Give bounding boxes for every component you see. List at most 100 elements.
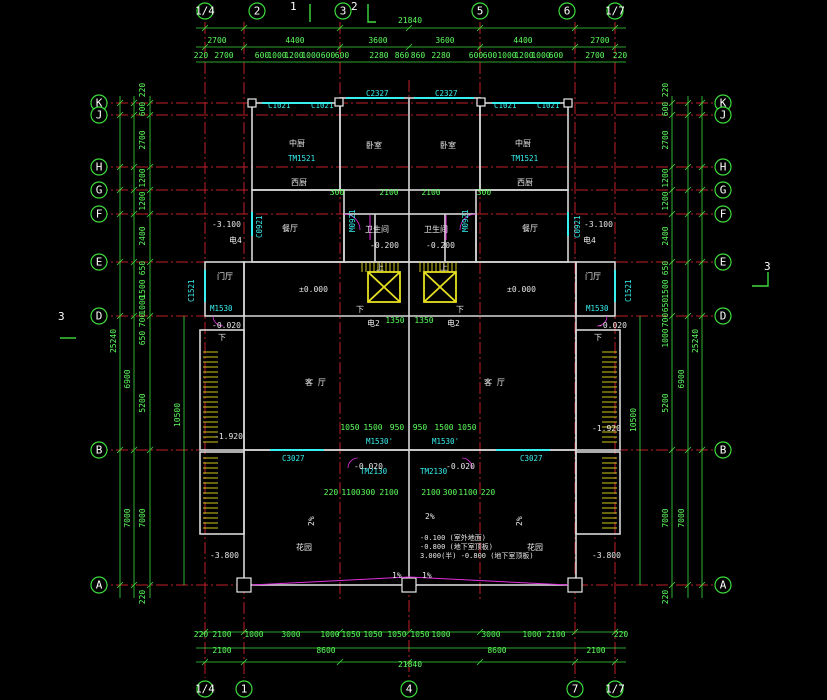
door-tag: TM1521 [288,154,315,163]
dim-mid: 950 [413,423,428,432]
room-label-dining: 餐厅 [522,224,538,233]
axis-bubble-right-label: E [720,256,727,269]
dim-top-row1: 3600 [368,36,387,45]
axis-bubble-right: E [714,253,732,271]
dim-top-row2: 1000 [497,51,516,60]
window-tag: C0921 [255,215,264,238]
dim-bottom-row1: 3000 [481,630,500,639]
level-mark: ±0.000 [507,285,536,294]
dim-right: 1200 [661,191,670,210]
window-tag: C3027 [282,454,305,463]
axis-bubble-left: E [90,253,108,271]
dim-top-row2: 2700 [585,51,604,60]
dim-right: 1500 [661,279,670,298]
dim-right: 650 [661,298,670,313]
dim-left: 7000 [138,508,147,527]
window-tag: C1021 [537,101,560,110]
dim-top-row2: 600 [483,51,498,60]
dim-stair: 1350 [385,316,404,325]
axis-bubble-left-label: K [96,97,103,110]
axis-bubble-top-label: 1/7 [605,5,625,18]
dim-bottom-row1: 1050 [410,630,429,639]
dim-left: 220 [138,590,147,605]
dim-left: 7000 [123,508,132,527]
axis-bubble-bottom-label: 4 [406,683,413,696]
dim-right: 1000 [661,328,670,347]
dim-bottom-row1: 1050 [387,630,406,639]
dim-right: 220 [661,590,670,605]
stair-down-mark: 下 [594,333,602,342]
section-mark-3-left: 3 [58,310,65,323]
axis-bubble-right: G [714,181,732,199]
slope-mark: 1% [422,571,432,580]
axis-bubble-top: 5 [471,2,489,20]
level-mark: -0.200 [426,241,455,250]
axis-bubble-top-label: 3 [340,5,347,18]
dim-mid: 1500 [434,423,453,432]
dim-left: 1000 [138,295,147,314]
axis-bubble-left-label: H [96,161,103,174]
stairs [203,262,617,529]
dim-bottom-row1: 1050 [341,630,360,639]
level-mark: -3.800 [592,551,621,560]
dim-total-top: 21840 [398,16,422,25]
dimension-lines [119,27,703,663]
axis-bubble-left: D [90,307,108,325]
level-mark: -0.020 [446,462,475,471]
room-label-foyer: 门厅 [217,271,233,281]
dim-right: 2700 [661,130,670,149]
dim-right: 7000 [677,508,686,527]
axis-bubble-right: B [714,441,732,459]
dim-top-row2: 600 [549,51,564,60]
dim-top-row2: 2280 [369,51,388,60]
dim-top-row2: 1000 [531,51,550,60]
dim-top-row2: 2700 [214,51,233,60]
axis-bubble-left: J [90,106,108,124]
dim-left: 220 [138,83,147,98]
window-tag: C1021 [311,101,334,110]
level-mark: -0.020 [598,321,627,330]
stair-up-mark: 上 [440,263,448,272]
door-tag: M0921 [461,209,470,232]
door-tag: TM1521 [511,154,538,163]
door-tag: M1530 [210,304,233,313]
section-mark-1: 1 [290,0,297,13]
axis-bubble-left: G [90,181,108,199]
dim-top-row2: 1000 [301,51,320,60]
dim-top-row2: 600 [469,51,484,60]
level-mark: ±0.000 [299,285,328,294]
axis-bubble-left-label: D [96,310,103,323]
axis-bubble-bottom: 1/7 [605,680,625,698]
room-label-garden: 花园 [296,542,312,552]
dim-top-row2: 600 [255,51,270,60]
level-mark: -3.100 [212,220,241,229]
garden-note: -0.100 (室外地面) [420,533,486,542]
dim-upper: 300 [477,188,492,197]
garden-note: 3.000(半) -0.800 (地下室顶板) [420,551,534,560]
window-tag: C1521 [624,279,633,302]
dim-mid-lower: 1100 [458,488,477,497]
dim-mid-lower: 220 [324,488,339,497]
dimension-ticks [116,24,706,666]
dim-mid: 1050 [340,423,359,432]
section-markers [60,4,769,339]
door-tag: TM2130 [360,467,388,476]
dim-top-row2: 860 [411,51,426,60]
room-label-western-kitchen: 西厨 [517,178,533,187]
elevators [367,271,457,303]
dim-bottom-row1: 1050 [363,630,382,639]
room-label-dining: 餐厅 [282,224,298,233]
axis-bubble-left-label: A [96,579,103,592]
dim-top-row2: 220 [194,51,209,60]
axis-bubble-left: H [90,158,108,176]
dim-top-row2: 600 [321,51,336,60]
window-tag: C0921 [573,215,582,238]
door-tag: M0921 [348,209,357,232]
axis-bubble-right-label: H [720,161,727,174]
dim-top-row2: 2280 [431,51,450,60]
axis-bubble-top: 6 [558,2,576,20]
dim-mid-lower: 2100 [379,488,398,497]
axis-bubble-bottom: 1 [235,680,253,698]
dim-mid: 1050 [457,423,476,432]
